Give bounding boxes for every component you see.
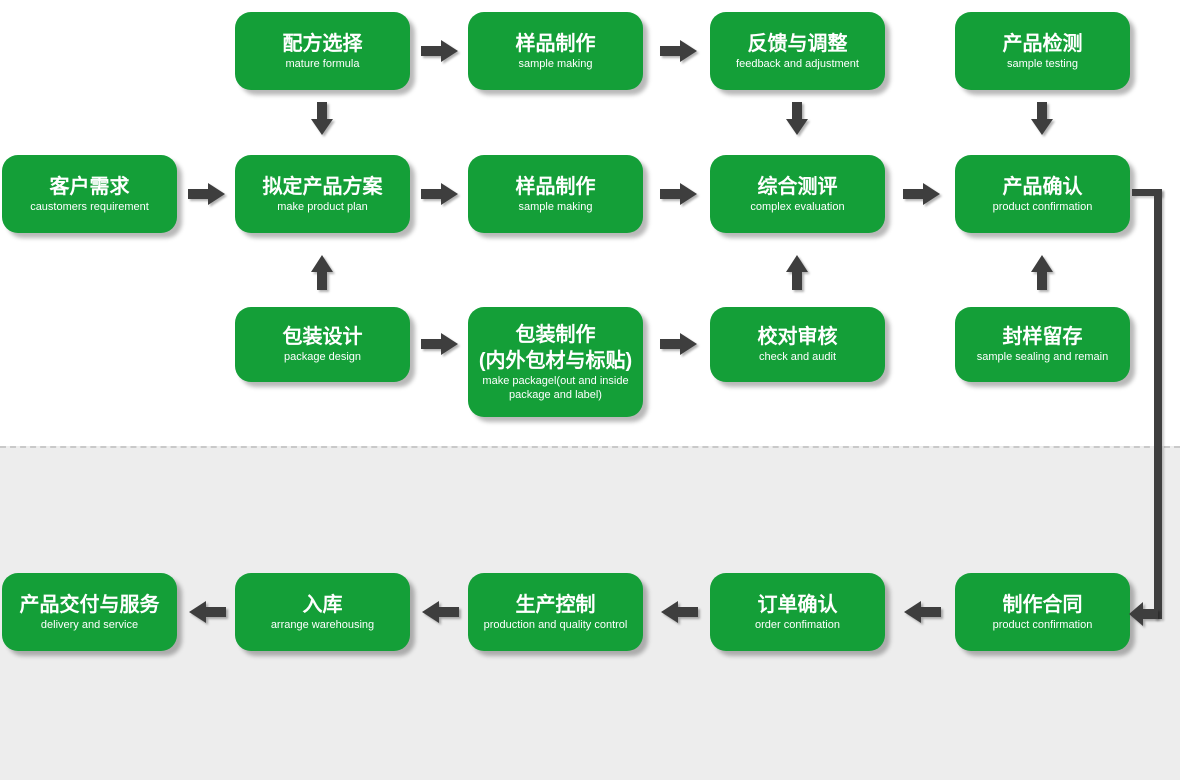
node-title-zh: 产品检测 [1002, 32, 1083, 55]
connector-line-horizontal [1132, 189, 1162, 196]
node-subtitle-en: feedback and adjustment [736, 57, 859, 70]
node-subtitle-en: sample sealing and remain [976, 351, 1109, 364]
flow-node-contract-making: 制作合同 product confirmation [955, 573, 1130, 651]
node-title-zh: 封样留存 [1002, 326, 1083, 349]
node-subtitle-en: arrange warehousing [270, 618, 375, 631]
node-title-zh: 包装设计 [282, 326, 363, 349]
flow-node-sample-making-1: 样品制作 sample making [468, 12, 643, 90]
flow-node-feedback-adjustment: 反馈与调整 feedback and adjustment [710, 12, 885, 90]
node-title-zh: 样品制作 [515, 175, 596, 198]
node-subtitle-en: production and quality control [483, 618, 628, 631]
node-title-zh: 入库 [302, 593, 343, 616]
arrow-left-icon [661, 601, 698, 623]
node-title-zh: 综合测评 [757, 175, 838, 198]
arrow-down-icon [786, 102, 808, 135]
node-subtitle-en: product confirmation [992, 200, 1093, 213]
connector-line-vertical [1154, 189, 1162, 619]
flow-node-comprehensive-evaluation: 综合测评 complex evaluation [710, 155, 885, 233]
node-title-zh: 包装制作 [515, 323, 596, 346]
arrow-left-icon [904, 601, 941, 623]
node-title-zh: 产品交付与服务 [19, 593, 160, 616]
node-title-zh: 制作合同 [1002, 593, 1083, 616]
node-title-zh: 拟定产品方案 [262, 175, 383, 198]
arrow-right-icon [660, 183, 697, 205]
arrow-right-icon [660, 40, 697, 62]
flow-node-check-audit: 校对审核 check and audit [710, 307, 885, 382]
node-title-zh: 配方选择 [282, 32, 363, 55]
flow-node-warehousing: 入库 arrange warehousing [235, 573, 410, 651]
flow-node-sample-making-2: 样品制作 sample making [468, 155, 643, 233]
arrow-down-icon [311, 102, 333, 135]
arrow-left-icon [1129, 602, 1158, 626]
flow-node-formula-selection: 配方选择 mature formula [235, 12, 410, 90]
node-subtitle-en: caustomers requirement [30, 200, 149, 213]
node-subtitle-en: complex evaluation [750, 200, 845, 213]
node-title-zh: 客户需求 [49, 175, 130, 198]
flow-node-customer-requirement: 客户需求 caustomers requirement [2, 155, 177, 233]
arrow-right-icon [903, 183, 940, 205]
node-title-zh-line2: (内外包材与标贴) [478, 349, 633, 372]
node-title-zh: 样品制作 [515, 32, 596, 55]
arrow-up-icon [311, 255, 333, 290]
arrow-right-icon [660, 333, 697, 355]
arrow-up-icon [786, 255, 808, 290]
node-subtitle-en: check and audit [758, 351, 837, 364]
arrow-right-icon [421, 40, 458, 62]
flow-node-production-control: 生产控制 production and quality control [468, 573, 643, 651]
arrow-right-icon [421, 183, 458, 205]
flow-node-package-making: 包装制作 (内外包材与标贴) make packagel(out and ins… [468, 307, 643, 417]
flow-node-product-plan: 拟定产品方案 make product plan [235, 155, 410, 233]
node-title-zh: 反馈与调整 [747, 32, 848, 55]
node-subtitle-en: order confimation [755, 618, 840, 631]
flow-node-sample-sealing: 封样留存 sample sealing and remain [955, 307, 1130, 382]
arrow-right-icon [188, 183, 225, 205]
arrow-down-icon [1031, 102, 1053, 135]
node-subtitle-en: make product plan [277, 200, 368, 213]
node-title-zh: 产品确认 [1002, 175, 1083, 198]
flow-node-product-testing: 产品检测 sample testing [955, 12, 1130, 90]
arrow-up-icon [1031, 255, 1053, 290]
flow-node-package-design: 包装设计 package design [235, 307, 410, 382]
flow-node-order-confirmation: 订单确认 order confimation [710, 573, 885, 651]
node-title-zh: 校对审核 [757, 326, 838, 349]
node-subtitle-en: sample testing [1007, 57, 1078, 70]
node-subtitle-en: make packagel(out and inside package and… [482, 374, 629, 401]
node-title-zh: 生产控制 [515, 593, 596, 616]
node-title-zh: 订单确认 [757, 593, 838, 616]
arrow-right-icon [421, 333, 458, 355]
flow-node-delivery-service: 产品交付与服务 delivery and service [2, 573, 177, 651]
node-subtitle-en: delivery and service [40, 618, 139, 631]
node-subtitle-en: sample making [518, 57, 593, 70]
arrow-left-icon [422, 601, 459, 623]
flow-node-product-confirmation: 产品确认 product confirmation [955, 155, 1130, 233]
node-subtitle-en: package design [283, 351, 362, 364]
arrow-left-icon [189, 601, 226, 623]
node-subtitle-en: mature formula [285, 57, 360, 70]
node-subtitle-en: product confirmation [992, 618, 1093, 631]
node-subtitle-en: sample making [518, 200, 593, 213]
